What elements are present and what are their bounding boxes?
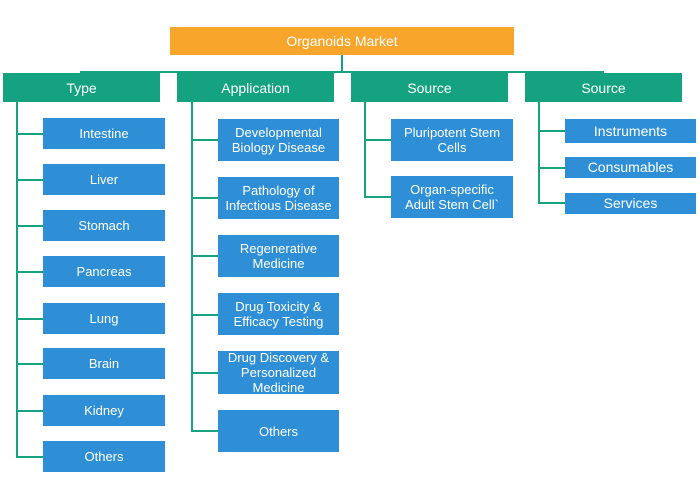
stub [364, 139, 391, 141]
stub [538, 130, 565, 132]
stub [191, 139, 218, 141]
category-type: Type [3, 73, 160, 102]
category-source: Source [351, 73, 508, 102]
node-liver: Liver [43, 164, 165, 195]
node-pluripotent: Pluripotent Stem Cells [391, 119, 513, 161]
category-source-2: Source [525, 73, 682, 102]
stub [191, 197, 218, 199]
node-kidney: Kidney [43, 395, 165, 426]
node-drug-toxicity: Drug Toxicity & Efficacy Testing [218, 293, 339, 335]
stub [16, 456, 43, 458]
node-instruments: Instruments [565, 119, 696, 143]
node-intestine: Intestine [43, 118, 165, 149]
node-services: Services [565, 193, 696, 214]
stub [16, 225, 43, 227]
node-regenerative: Regenerative Medicine [218, 235, 339, 277]
node-consumables: Consumables [565, 157, 696, 178]
node-others-type: Others [43, 441, 165, 472]
node-lung: Lung [43, 303, 165, 334]
stub [16, 363, 43, 365]
node-pancreas: Pancreas [43, 256, 165, 287]
node-developmental-biology: Developmental Biology Disease [218, 119, 339, 161]
node-pathology: Pathology of Infectious Disease [218, 177, 339, 219]
stub [191, 255, 218, 257]
stub [16, 318, 43, 320]
root-connector [341, 55, 343, 73]
stub [16, 410, 43, 412]
stub [191, 430, 218, 432]
stub [16, 179, 43, 181]
stub [16, 271, 43, 273]
spine-type [16, 102, 18, 457]
stub [191, 372, 218, 374]
node-others-application: Others [218, 410, 339, 452]
node-stomach: Stomach [43, 210, 165, 241]
top-bar [80, 71, 604, 73]
spine-source-1 [364, 102, 366, 197]
stub [16, 133, 43, 135]
stub [364, 196, 391, 198]
root-node: Organoids Market [170, 27, 514, 55]
node-brain: Brain [43, 348, 165, 379]
stub [538, 202, 565, 204]
spine-application [191, 102, 193, 432]
category-application: Application [177, 73, 334, 102]
node-organ-specific: Organ-specific Adult Stem Cell` [391, 176, 513, 218]
spine-source-2 [538, 102, 540, 203]
node-drug-discovery: Drug Discovery & Personalized Medicine [218, 350, 339, 395]
stub [538, 167, 565, 169]
stub [191, 314, 218, 316]
